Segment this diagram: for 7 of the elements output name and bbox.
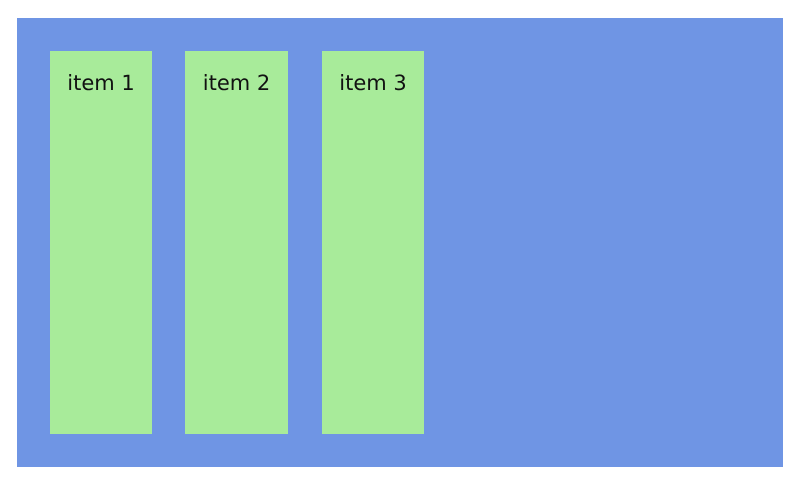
item-column bbox=[50, 51, 152, 434]
item-label: item 3 bbox=[338, 70, 408, 95]
item-label: item 2 bbox=[202, 70, 272, 95]
container-panel bbox=[17, 18, 783, 467]
item-column bbox=[185, 51, 288, 434]
item-column bbox=[322, 51, 424, 434]
item-label: item 1 bbox=[66, 70, 136, 95]
